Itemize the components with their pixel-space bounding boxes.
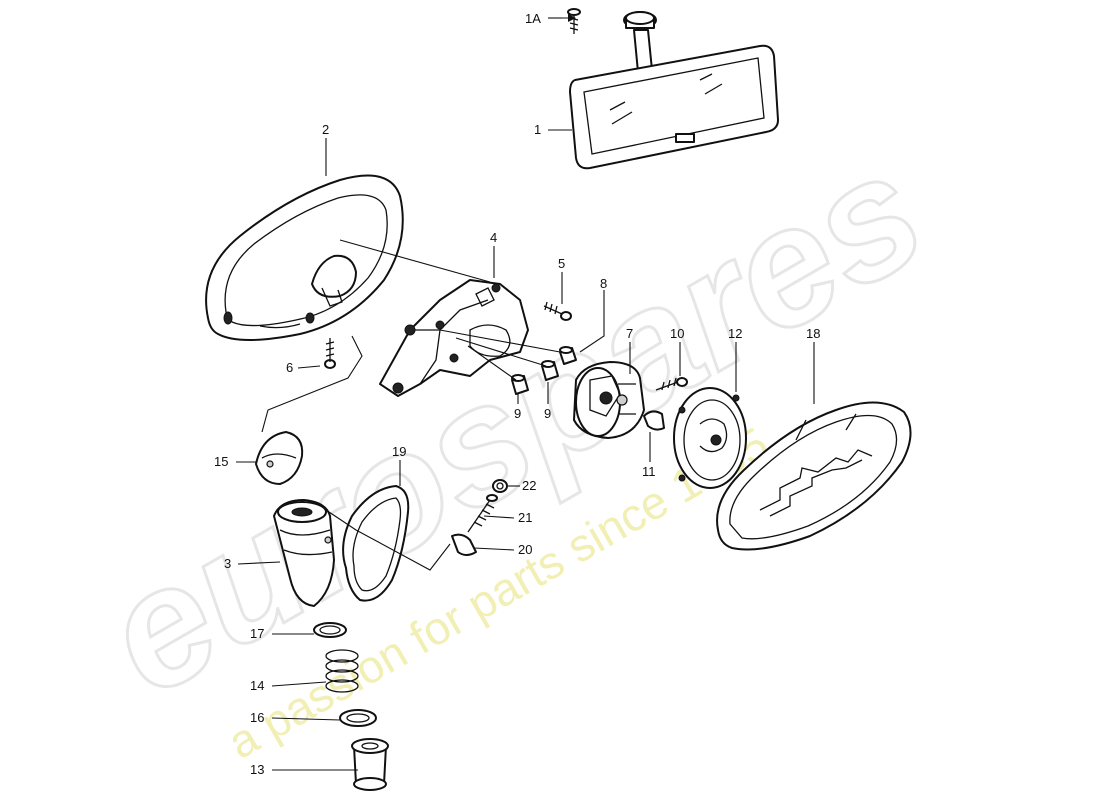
- part-3-mirror-base: [273, 499, 335, 607]
- part-18-mirror-glass: [716, 401, 912, 551]
- callout-15: 15: [214, 454, 228, 469]
- callout-12: 12: [728, 326, 742, 341]
- callout-14: 14: [250, 678, 264, 693]
- callout-21: 21: [518, 510, 532, 525]
- callout-5: 5: [558, 256, 565, 271]
- callout-6: 6: [286, 360, 293, 375]
- callout-3: 3: [224, 556, 231, 571]
- part-21-bolt: [467, 494, 498, 533]
- part-8-bushing: [559, 346, 577, 365]
- part-16-ring: [339, 709, 377, 727]
- part-9-bushing-left: [511, 374, 529, 395]
- part-15-cover-cap: [255, 431, 304, 485]
- part-19-gasket: [342, 485, 410, 602]
- callout-20: 20: [518, 542, 532, 557]
- part-4-bracket: [379, 279, 529, 397]
- part-2-mirror-housing: [205, 174, 404, 341]
- part-22-washer: [492, 479, 508, 493]
- part-1-rearview-mirror: [569, 11, 779, 170]
- callout-19: 19: [392, 444, 406, 459]
- callout-18: 18: [806, 326, 820, 341]
- callout-17: 17: [250, 626, 264, 641]
- callout-1a: 1A: [525, 11, 541, 26]
- callout-13: 13: [250, 762, 264, 777]
- callout-16: 16: [250, 710, 264, 725]
- callout-11: 11: [642, 464, 656, 479]
- callout-1: 1: [534, 122, 541, 137]
- part-11-clip: [643, 410, 665, 431]
- callout-labels: 1A 1 2 4 5 8 7 10 12 18 6 9 9 11 15 19 2…: [214, 11, 820, 777]
- callout-22: 22: [522, 478, 536, 493]
- part-17-ring: [313, 622, 347, 638]
- callout-10: 10: [670, 326, 684, 341]
- part-5-screw: [543, 301, 572, 321]
- part-6-screw: [324, 338, 336, 369]
- callout-2: 2: [322, 122, 329, 137]
- part-1a-screw: [567, 8, 581, 34]
- part-10-screw: [655, 377, 688, 391]
- part-12-carrier-plate: [673, 387, 747, 489]
- part-7-adjuster-motor: [573, 361, 645, 439]
- callout-9-left: 9: [514, 406, 521, 421]
- part-20-clip: [451, 533, 477, 556]
- callout-7: 7: [626, 326, 633, 341]
- callout-4: 4: [490, 230, 497, 245]
- callout-9-right: 9: [544, 406, 551, 421]
- part-9-bushing-right: [541, 360, 559, 381]
- callout-8: 8: [600, 276, 607, 291]
- part-13-sleeve: [351, 738, 389, 791]
- part-14-spring: [325, 649, 359, 693]
